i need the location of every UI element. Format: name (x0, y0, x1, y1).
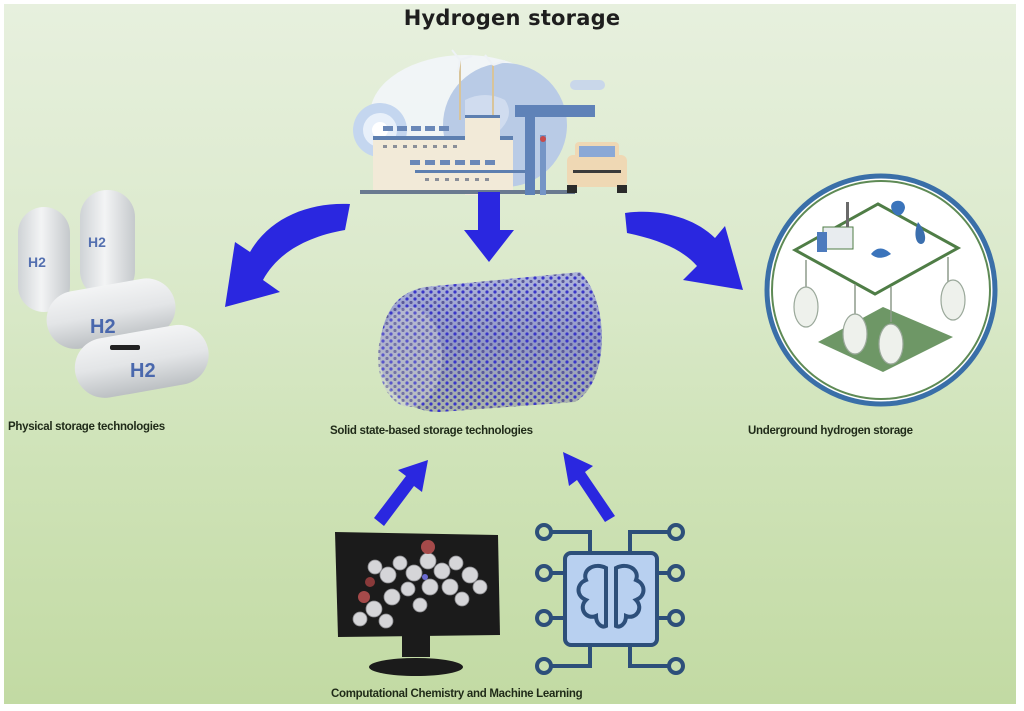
solid-state-storage-label: Solid state-based storage technologies (330, 425, 533, 437)
hydrogen-plant-illustration (353, 49, 627, 195)
comp-chem-ml-label: Computational Chemistry and Machine Lear… (331, 688, 583, 700)
h2-label: H2 (88, 234, 106, 250)
physical-storage-label: Physical storage technologies (8, 421, 165, 433)
h2-tanks-illustration: H2 H2 H2 H2 (18, 190, 209, 398)
monitor-molecule-icon (335, 532, 500, 676)
underground-storage-illustration (764, 173, 998, 407)
arrow-to-underground-storage (625, 211, 743, 290)
arrow-ml-to-solid-state (563, 452, 615, 522)
h2-label: H2 (90, 316, 116, 338)
nanotube-illustration (378, 272, 602, 412)
h2-label: H2 (130, 360, 156, 382)
arrow-comp-chem-to-solid-state (374, 460, 428, 526)
arrow-to-physical-storage (225, 203, 350, 307)
diagram-title: Hydrogen storage (403, 6, 621, 30)
h2-label: H2 (28, 254, 46, 270)
underground-storage-label: Underground hydrogen storage (748, 425, 913, 437)
arrow-down-to-solid-state (464, 192, 514, 262)
ai-brain-chip-icon (535, 523, 685, 675)
